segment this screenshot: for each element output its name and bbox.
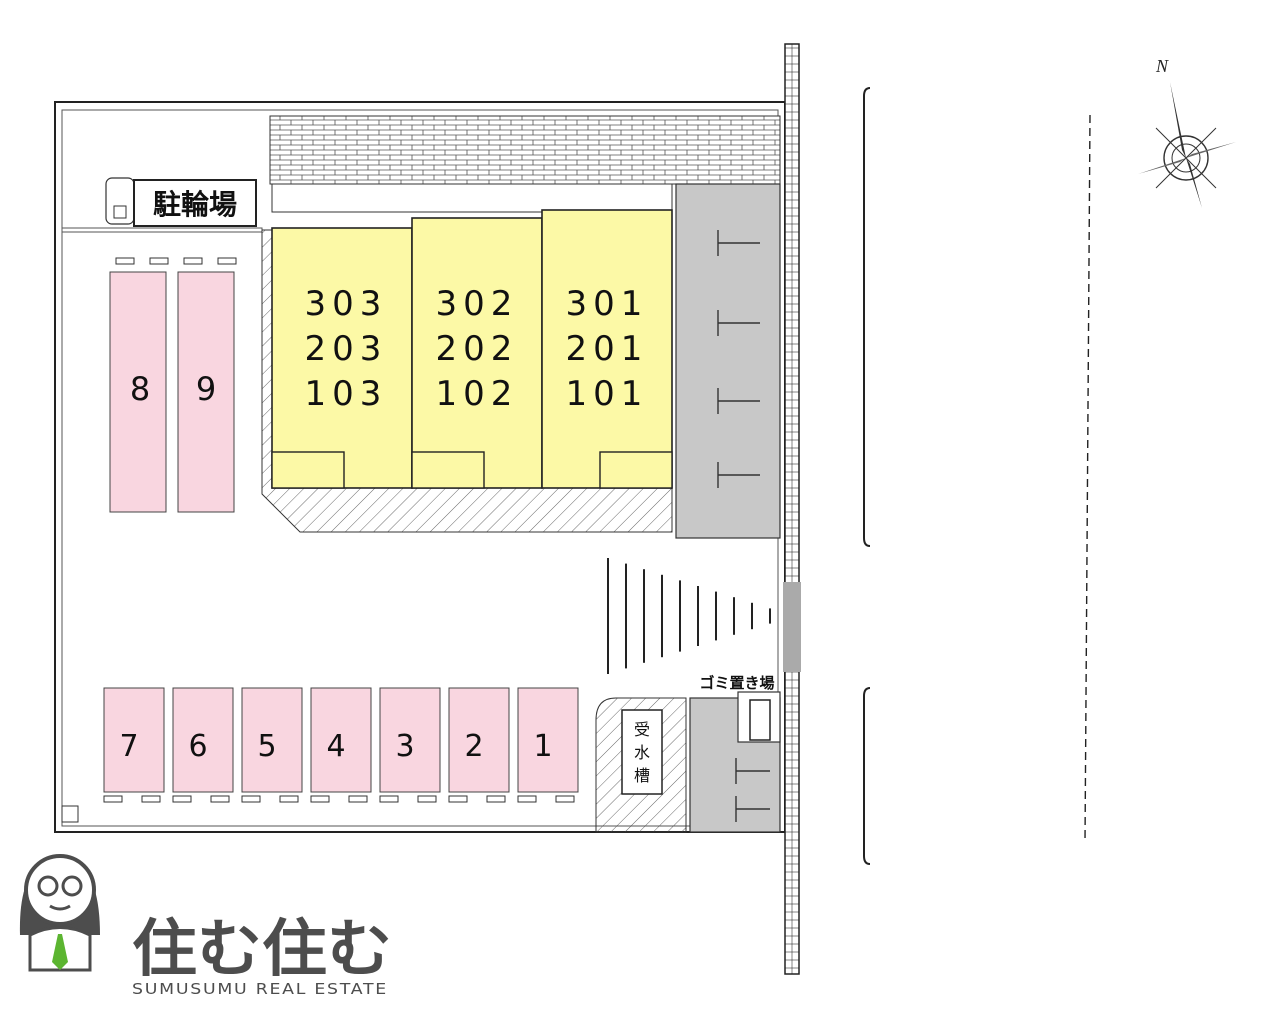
parking-space-1: 1 — [517, 687, 579, 803]
parking-label-3: 3 — [395, 729, 414, 764]
parking-space-7: 7 — [103, 687, 165, 803]
building-3: 301 201 101 — [541, 209, 673, 489]
mascot-icon — [19, 854, 101, 972]
compass-north-label: N — [1155, 56, 1169, 76]
water-tank-char-3: 槽 — [634, 766, 650, 785]
logo: 住む住む SUMUSUMU REAL ESTATE — [19, 854, 392, 998]
balcony-strip — [271, 183, 673, 213]
parking-space-4: 4 — [310, 687, 372, 803]
parking-label-6: 6 — [188, 729, 207, 764]
unit-103: 103 — [305, 374, 388, 414]
apartment-buildings: 303 203 103 302 202 102 301 201 101 — [271, 209, 673, 489]
unit-202: 202 — [436, 329, 519, 369]
entrance-approach — [607, 558, 771, 674]
road-edge-strip — [784, 43, 800, 975]
logo-sub-text: SUMUSUMU REAL ESTATE — [132, 980, 388, 998]
water-tank-char-1: 受 — [634, 720, 650, 739]
parking-label-1: 1 — [533, 729, 552, 764]
bicycle-parking-label: 駐輪場 — [153, 188, 237, 221]
parking-label-2: 2 — [464, 729, 483, 764]
bottom-right-area — [595, 691, 781, 833]
unit-303: 303 — [305, 284, 388, 324]
unit-301: 301 — [566, 284, 649, 324]
building-2: 302 202 102 — [411, 217, 543, 489]
parking-label-5: 5 — [257, 729, 276, 764]
parking-space-3: 3 — [379, 687, 441, 803]
entrance-gap — [783, 582, 801, 672]
unit-203: 203 — [305, 329, 388, 369]
building-1: 303 203 103 — [271, 227, 413, 489]
parking-space-9: 9 — [177, 257, 237, 513]
parking-space-6: 6 — [172, 687, 234, 803]
parking-label-8: 8 — [130, 370, 150, 408]
unit-302: 302 — [436, 284, 519, 324]
unit-101: 101 — [566, 374, 649, 414]
parking-space-5: 5 — [241, 687, 303, 803]
garbage-label: ゴミ置き場 — [699, 674, 774, 692]
parking-label-4: 4 — [326, 729, 345, 764]
compass-icon — [1138, 82, 1236, 208]
parking-label-7: 7 — [119, 729, 138, 764]
parking-label-9: 9 — [196, 370, 216, 408]
parking-bottom: 7 6 5 4 3 2 1 — [103, 687, 579, 803]
parking-space-2: 2 — [448, 687, 510, 803]
road — [863, 87, 1091, 865]
logo-main-text: 住む住む — [132, 912, 392, 985]
unit-102: 102 — [436, 374, 519, 414]
bicycle-parking — [105, 177, 257, 227]
water-tank-char-2: 水 — [634, 743, 650, 762]
gray-parking-top — [675, 183, 781, 539]
paving-area — [269, 115, 781, 185]
parking-space-8: 8 — [109, 257, 169, 513]
unit-201: 201 — [566, 329, 649, 369]
